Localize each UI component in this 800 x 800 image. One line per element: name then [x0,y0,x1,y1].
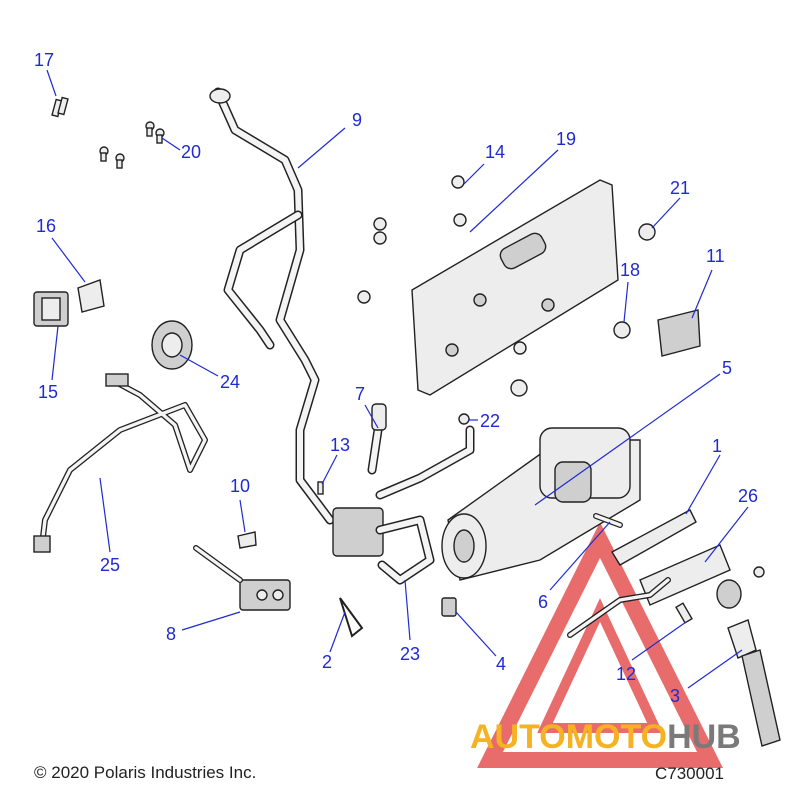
callout-19: 19 [556,129,576,149]
callout-24: 24 [220,372,240,392]
clip-10 [237,531,257,549]
callout-21: 21 [670,178,690,198]
drawing-number: C730001 [655,764,725,783]
roller-fairlead-26 [639,544,765,609]
solenoid-8 [193,545,291,611]
terminal-boot-7 [367,403,387,475]
callout-18: 18 [620,260,640,280]
callout-10: 10 [230,476,250,496]
bolts-14 [357,175,527,355]
switch-bracket-16 [77,279,105,313]
callout-17: 17 [34,50,54,70]
wire-rope-6 [593,513,623,528]
connector-4 [441,597,457,617]
wire-harness-25 [33,373,208,553]
callouts: 1 2 3 4 5 6 7 8 9 10 11 12 13 14 15 16 1… [34,50,758,706]
callout-4: 4 [496,654,506,674]
watermark-text-part-a: AUTOMOTO [470,718,668,756]
screw-13 [317,481,324,495]
watermark-triangle-logo [477,522,723,768]
callout-23: 23 [400,644,420,664]
rocker-switch-15 [33,291,69,327]
contactor-assembly [332,425,475,585]
callout-11: 11 [706,246,725,266]
callout-12: 12 [616,664,636,684]
control-module-24 [151,320,193,370]
cable-tie-2 [339,597,364,638]
callout-7: 7 [355,384,365,404]
callout-8: 8 [166,624,176,644]
screws-17 [51,96,69,118]
nut-21 [638,223,656,241]
callout-13: 13 [330,435,350,455]
callout-22: 22 [480,411,500,431]
wire-harness-9 [209,87,335,525]
bolt-22 [458,413,470,425]
callout-2: 2 [322,652,332,672]
label-11 [657,309,701,357]
callout-3: 3 [670,686,680,706]
bolt-12 [567,577,693,638]
nut-18 [613,321,631,339]
callout-6: 6 [538,592,548,612]
callout-25: 25 [100,555,120,575]
callout-14: 14 [485,142,505,162]
callout-5: 5 [722,358,732,378]
callout-15: 15 [38,382,58,402]
nut [510,379,528,397]
callout-16: 16 [36,216,56,236]
callout-26: 26 [738,486,758,506]
watermark-text-part-b: HUB [667,718,741,756]
callout-20: 20 [181,142,201,162]
watermark-text: AUTOMOTOHUB [470,718,741,757]
winch-5 [441,427,641,581]
leader-lines [46,69,749,689]
hook-strap-3 [727,619,781,747]
mounting-plate-19 [411,179,619,396]
callout-9: 9 [352,110,362,130]
callout-1: 1 [712,436,722,456]
bolts-20 [99,121,165,169]
copyright-notice: © 2020 Polaris Industries Inc. [34,763,257,782]
fairlead-bracket-1 [611,509,697,566]
